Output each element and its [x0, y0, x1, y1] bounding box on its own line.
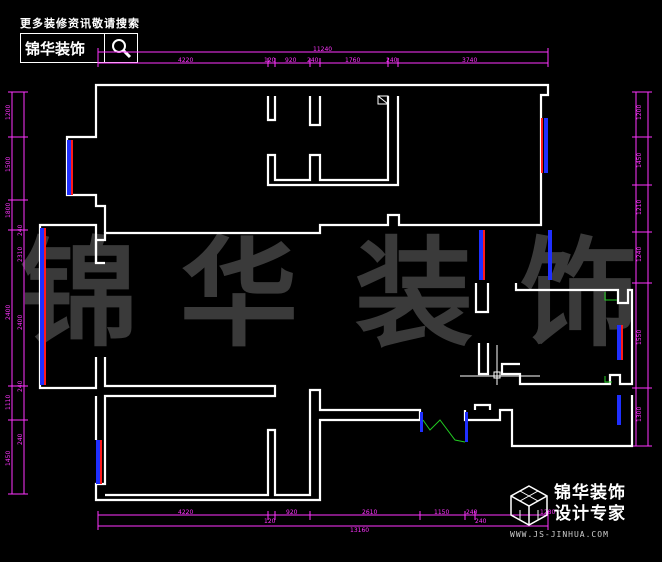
search-brand-label: 锦华装饰: [25, 39, 86, 58]
dim-left-outer: 2400: [5, 305, 12, 320]
dim-top-seg: 240: [386, 57, 398, 64]
window-left-bottom: [96, 440, 100, 484]
dim-bottom-total: 13160: [350, 527, 369, 534]
dimension-labels-right: 1200 1450 1210 1240 1550 1300: [636, 105, 643, 422]
dim-right: 1300: [636, 407, 643, 422]
brand-name: 锦华装饰: [554, 483, 626, 503]
dim-bottom-sub: 240: [475, 518, 487, 525]
dim-right: 1450: [636, 153, 643, 168]
door-swings: [422, 292, 617, 443]
dim-bottom-seg: 2610: [362, 509, 377, 516]
watermark-char: 华: [180, 224, 298, 363]
window-right-mid: [479, 230, 483, 280]
dim-left-inner: 240: [17, 433, 24, 445]
dim-left-outer: 1800: [5, 203, 12, 218]
dim-top-seg: 920: [285, 57, 297, 64]
dim-left-outer: 1110: [5, 395, 12, 410]
watermark: 锦 华 装 饰: [20, 224, 638, 363]
dim-bottom-seg: 4220: [178, 509, 193, 516]
more-info-text: 更多装修资讯敬请搜索: [20, 17, 140, 30]
watermark-char: 装: [355, 224, 473, 363]
dimension-ticks: [8, 48, 652, 530]
dim-bottom-seg: 920: [286, 509, 298, 516]
dim-bottom-seg: 120: [264, 518, 276, 525]
watermark-char: 锦: [20, 224, 138, 363]
window-left-mid: [40, 228, 44, 385]
dim-left-outer: 1200: [5, 105, 12, 120]
dim-left-inner: 240: [17, 224, 24, 236]
dim-right: 1210: [636, 200, 643, 215]
dim-bottom-seg: 240: [466, 509, 478, 516]
windows: [40, 118, 623, 484]
dim-left-inner: 2400: [17, 315, 24, 330]
dim-right: 1550: [636, 330, 643, 345]
window-left-top: [67, 140, 71, 195]
window-right-small: [617, 325, 621, 360]
dim-left-inner: 2310: [17, 247, 24, 262]
dim-right: 1240: [636, 247, 643, 262]
brand-url: WWW.JS-JINHUA.COM: [510, 530, 609, 539]
window-right-top: [544, 118, 548, 173]
brand-slogan: 设计专家: [554, 504, 626, 524]
cube-logo-icon: [508, 484, 550, 530]
fixtures: [377, 95, 540, 385]
dim-right: 1200: [636, 105, 643, 120]
dim-top-seg: 4220: [178, 57, 193, 64]
dim-top-seg: 240: [307, 57, 319, 64]
dim-left-outer: 1500: [5, 157, 12, 172]
dimension-labels-left: 1200 1500 1800 2400 1110 1450 240 2310 2…: [5, 105, 24, 466]
brand-block: 锦华装饰 设计专家: [554, 483, 626, 525]
window-balcony: [420, 412, 423, 432]
dim-top-seg: 120: [264, 57, 276, 64]
dim-bottom-seg: 1150: [434, 509, 449, 516]
dim-left-inner: 240: [17, 380, 24, 392]
dim-top-seg: 3740: [462, 57, 477, 64]
dim-top-seg: 1760: [345, 57, 360, 64]
dim-top-total: 11240: [313, 46, 332, 53]
dimension-labels: 11240 4220 120 920 240 1760 240 3740 422…: [178, 46, 555, 534]
search-badge[interactable]: 锦华装饰: [20, 33, 138, 63]
dimension-lines: [11, 51, 649, 527]
dim-left-outer: 1450: [5, 451, 12, 466]
